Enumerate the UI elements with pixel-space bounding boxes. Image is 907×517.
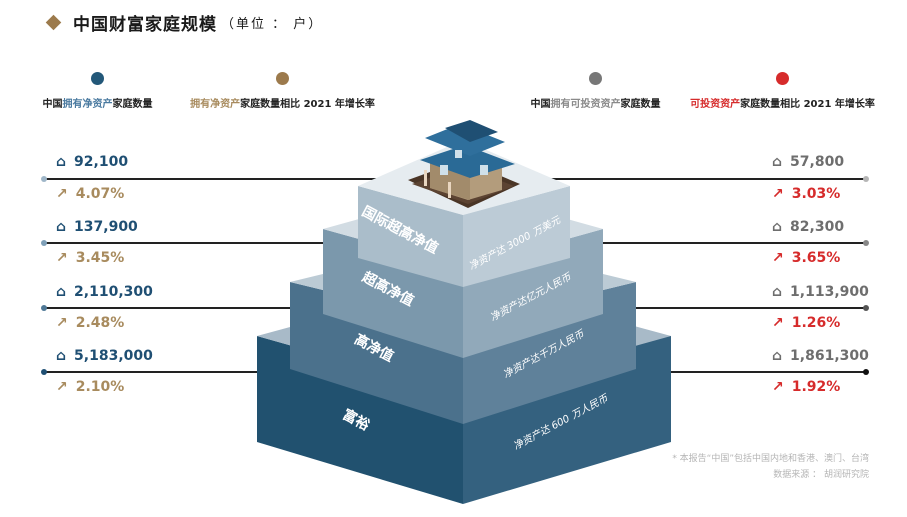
net-assets-households-tier2: ⌂137,900 xyxy=(56,219,138,235)
legend-net-assets-growth: 拥有净资产家庭数量相比 2021 年增长率 xyxy=(190,72,375,110)
trend-up-icon: ↗ xyxy=(772,250,784,266)
line-node-right xyxy=(863,240,869,246)
house-coin-icon: ⌂ xyxy=(772,154,783,170)
investable-growth-tier1: ↗3.03% xyxy=(772,186,841,202)
net-assets-growth-tier2: ↗3.45% xyxy=(56,250,125,266)
line-node-left xyxy=(41,240,47,246)
house-coin-icon: ⌂ xyxy=(772,284,783,300)
trend-up-icon: ↗ xyxy=(56,379,68,395)
red-dot-icon xyxy=(776,72,789,85)
line-node-left xyxy=(41,176,47,182)
legend-investable-households: 中国拥有可投资资产家庭数量 xyxy=(528,72,663,110)
investable-households-tier3: ⌂1,113,900 xyxy=(772,284,869,300)
line-node-left xyxy=(41,305,47,311)
data-source: 数据来源 ： 胡润研究院 xyxy=(773,470,869,480)
trend-up-icon: ↗ xyxy=(772,186,784,202)
house-coin-icon: ⌂ xyxy=(772,219,783,235)
investable-households-tier1: ⌂57,800 xyxy=(772,154,845,170)
line-node-left xyxy=(41,369,47,375)
net-assets-growth-tier1: ↗4.07% xyxy=(56,186,125,202)
net-assets-households-tier4: ⌂5,183,000 xyxy=(56,348,153,364)
trend-up-icon: ↗ xyxy=(772,379,784,395)
legend-investable-growth: 可投资资产家庭数量相比 2021 年增长率 xyxy=(690,72,875,110)
trend-up-icon: ↗ xyxy=(772,315,784,331)
net-assets-growth-tier4: ↗2.10% xyxy=(56,379,125,395)
net-assets-growth-tier3: ↗2.48% xyxy=(56,315,125,331)
blue-dot-icon xyxy=(91,72,104,85)
house-coin-icon: ⌂ xyxy=(56,348,67,364)
footer: * 本报告“中国”包括中国内地和香港、澳门、台湾 数据来源 ： 胡润研究院 xyxy=(569,451,869,483)
house-coin-icon: ⌂ xyxy=(56,154,67,170)
net-assets-households-tier1: ⌂92,100 xyxy=(56,154,129,170)
investable-households-tier4: ⌂1,861,300 xyxy=(772,348,869,364)
trend-up-icon: ↗ xyxy=(56,186,68,202)
title-unit: （单位 ： 户） xyxy=(221,17,324,32)
page-title: 中国财富家庭规模 （单位 ： 户） xyxy=(45,10,324,35)
house-coin-icon: ⌂ xyxy=(56,219,67,235)
gold-dot-icon xyxy=(276,72,289,85)
investable-growth-tier2: ↗3.65% xyxy=(772,250,841,266)
house-coin-icon: ⌂ xyxy=(772,348,783,364)
trend-up-icon: ↗ xyxy=(56,250,68,266)
gray-dot-icon xyxy=(589,72,602,85)
line-node-right xyxy=(863,369,869,375)
investable-growth-tier4: ↗1.92% xyxy=(772,379,841,395)
title-text: 中国财富家庭规模 xyxy=(73,15,217,35)
investable-growth-tier3: ↗1.26% xyxy=(772,315,841,331)
line-node-right xyxy=(863,176,869,182)
line-node-right xyxy=(863,305,869,311)
net-assets-households-tier3: ⌂2,110,300 xyxy=(56,284,153,300)
investable-households-tier2: ⌂82,300 xyxy=(772,219,845,235)
footnote: * 本报告“中国”包括中国内地和香港、澳门、台湾 xyxy=(672,454,869,464)
legend-net-assets-households: 中国拥有净资产家庭数量 xyxy=(40,72,155,110)
house-coin-icon: ⌂ xyxy=(56,284,67,300)
house-icon xyxy=(408,120,520,208)
trend-up-icon: ↗ xyxy=(56,315,68,331)
